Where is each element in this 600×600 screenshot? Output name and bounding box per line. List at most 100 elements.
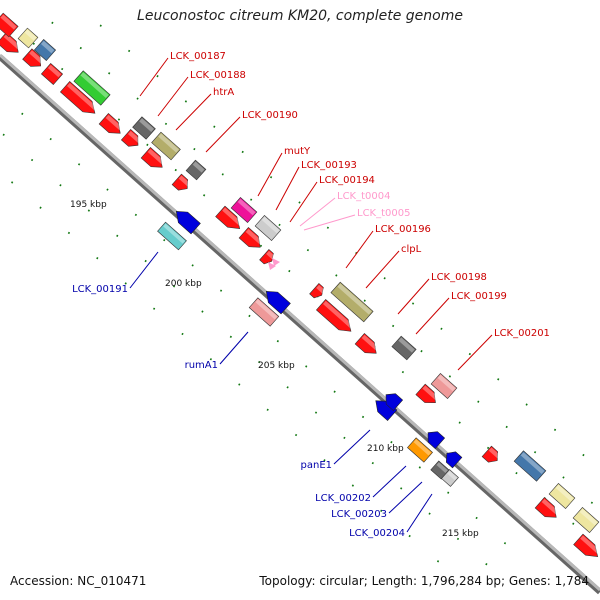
leader-line	[129, 251, 159, 289]
grid-dot	[248, 314, 251, 318]
grid-dot	[163, 238, 166, 242]
grid-dot	[351, 484, 354, 487]
gene-label-pane1: panE1	[301, 460, 333, 471]
gene-fwd-16-gloss	[580, 535, 600, 555]
gene-out-1-gloss	[24, 29, 37, 41]
grid-dot	[156, 75, 159, 78]
gene-fwd-8-shape	[215, 205, 241, 229]
grid-dot	[30, 158, 34, 162]
gene-label-clpl: clpL	[401, 244, 422, 255]
grid-dot	[323, 459, 326, 462]
gene-out-4-gloss	[139, 118, 154, 132]
grid-dot	[288, 269, 291, 273]
gene-fwd-1-shape	[22, 48, 42, 67]
grid-dot	[51, 21, 54, 24]
gene-label-lck_00190: LCK_00190	[242, 110, 298, 121]
gene-fwd-9-shape	[238, 227, 261, 248]
leader-line	[205, 116, 241, 153]
leader-line	[372, 465, 407, 498]
gene-out-7	[230, 197, 258, 223]
gene-fwd-16	[573, 533, 600, 557]
gene-rev-8-shape	[445, 451, 463, 469]
gene-label-lck_00194: LCK_00194	[319, 175, 375, 186]
leader-line	[365, 250, 400, 289]
grid-dot	[383, 277, 386, 280]
gene-label-lck_00196: LCK_00196	[375, 224, 431, 235]
gene-out-9-gloss	[337, 283, 372, 315]
grid-dot	[146, 143, 149, 146]
gene-fwd-7	[171, 173, 191, 191]
gene-out-9-shape	[330, 281, 374, 323]
gene-rev-3-gloss	[255, 299, 278, 320]
grid-dot	[515, 471, 518, 475]
gene-fwd-10	[259, 249, 275, 265]
grid-dot	[203, 194, 206, 197]
gene-fwd-4-shape	[98, 113, 121, 134]
gene-rev-2-shape	[265, 291, 291, 315]
gene-fwd-5	[120, 129, 142, 147]
gene-fwd-10-shape	[259, 249, 274, 265]
grid-dot	[152, 307, 156, 310]
grid-dot	[201, 310, 204, 313]
gene-rev-3-shape	[248, 297, 280, 327]
gene-out-10	[391, 335, 417, 361]
gene-rev-7-shape	[427, 431, 446, 449]
gene-out-12-shape	[513, 450, 547, 482]
gene-fwd-5-gloss	[127, 130, 142, 144]
gene-fwd-3	[59, 81, 99, 114]
grid-dot	[326, 226, 330, 229]
map-title: Leuconostoc citreum KM20, complete genom…	[137, 8, 463, 24]
grid-dot	[99, 24, 102, 27]
grid-dot	[229, 335, 232, 338]
gene-label-lck_00203: LCK_00203	[331, 509, 387, 520]
gene-fwd-2-gloss	[47, 64, 62, 78]
gene-label-lck_00199: LCK_00199	[451, 291, 507, 302]
gene-fwd-6	[140, 147, 166, 168]
gene-fwd-13	[415, 383, 439, 403]
gene-rev-6-shape	[407, 437, 433, 463]
gene-out-14	[572, 507, 600, 533]
grid-dot	[49, 137, 52, 141]
gene-out-7-gloss	[237, 198, 256, 216]
gene-out-14-gloss	[579, 508, 598, 526]
gene-label-lck_00201: LCK_00201	[494, 328, 550, 339]
grid-dot	[436, 560, 440, 563]
gene-rev-10	[441, 469, 459, 487]
leader-line	[406, 493, 433, 533]
grid-dot	[21, 112, 24, 115]
grid-dot	[124, 282, 127, 285]
grid-dot	[241, 150, 244, 154]
gene-fwd-7-gloss	[178, 175, 191, 187]
grid-dot	[505, 425, 508, 429]
gene-fwd-11-gloss	[322, 300, 355, 330]
grid-dot	[298, 201, 301, 204]
grid-dot	[475, 516, 478, 520]
grid-dot	[401, 370, 405, 374]
grid-dot	[144, 259, 147, 263]
grid-dot	[553, 428, 557, 431]
leader-line	[157, 76, 189, 117]
gene-fwd-14-shape	[481, 445, 499, 463]
grid-dot	[486, 446, 490, 450]
grid-dot	[219, 289, 223, 292]
gene-fwd-5-shape	[120, 129, 139, 147]
gene-out-12	[513, 450, 547, 482]
grid-dot	[447, 491, 450, 494]
gene-label-lck_t0004: LCK_t0004	[337, 191, 390, 202]
grid-dot	[61, 67, 64, 71]
grid-dot	[96, 257, 99, 260]
grid-dot	[11, 181, 14, 184]
gene-fwd-0-gloss	[3, 33, 22, 51]
gene-fwd-1-gloss	[29, 50, 44, 64]
grid-dot	[117, 118, 121, 121]
gene-rev-6	[407, 437, 433, 463]
leader-line	[388, 481, 423, 514]
grid-dot	[456, 537, 460, 541]
gene-rev-10-shape	[441, 469, 459, 487]
gene-fwd-4-gloss	[105, 114, 124, 132]
gene-out-4	[132, 116, 156, 140]
topology-text: Topology: circular; Length: 1,796,284 bp…	[259, 574, 589, 588]
grid-dot	[390, 441, 393, 444]
grid-dot	[79, 46, 82, 50]
leader-line	[345, 230, 374, 269]
